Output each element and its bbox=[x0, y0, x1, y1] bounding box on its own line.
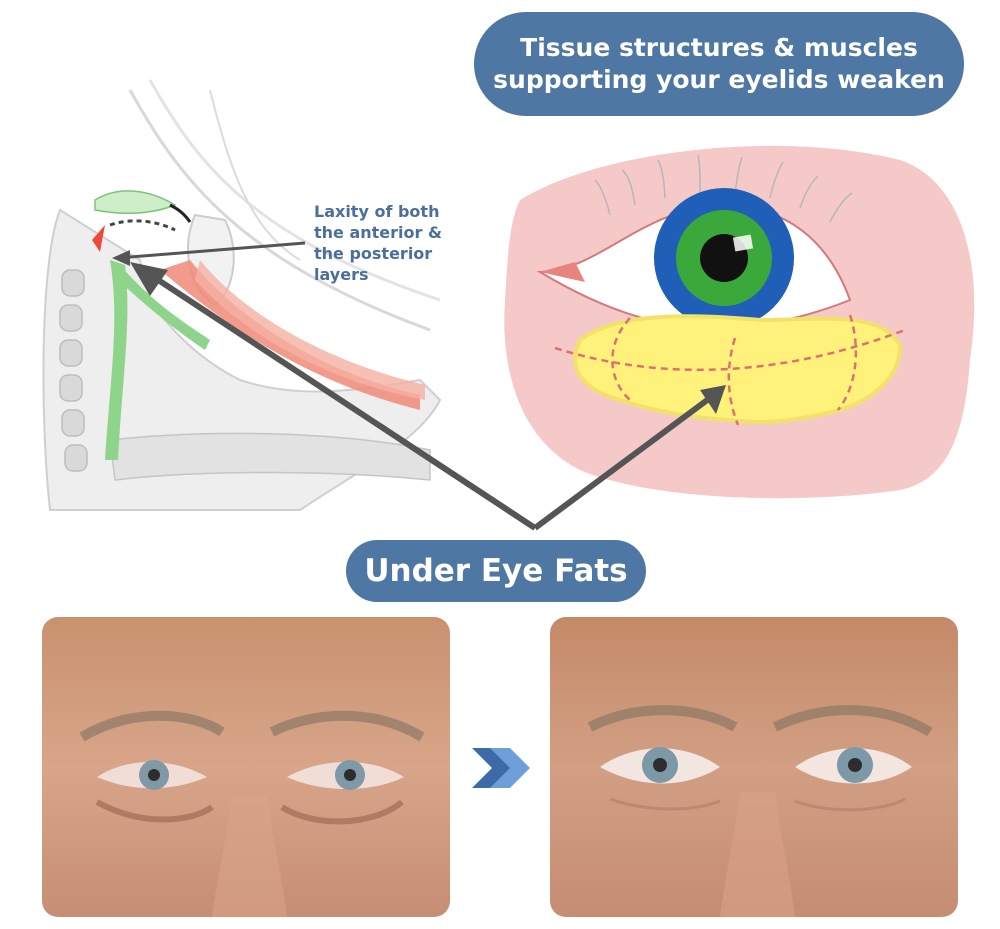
laxity-annotation: Laxity of both the anterior & the poster… bbox=[314, 201, 442, 285]
laxity-line-1: Laxity of both bbox=[314, 202, 440, 221]
laxity-arrow bbox=[117, 241, 306, 260]
under-eye-fats-pill: Under Eye Fats bbox=[346, 540, 646, 602]
before-photo bbox=[42, 617, 450, 917]
laxity-line-4: layers bbox=[314, 265, 369, 284]
laxity-line-2: the anterior & bbox=[314, 223, 442, 242]
headline-line-1: Tissue structures & muscles bbox=[520, 33, 918, 62]
laxity-line-3: the posterior bbox=[314, 244, 433, 263]
headline-pill: Tissue structures & muscles supporting y… bbox=[474, 12, 964, 116]
after-photo bbox=[550, 617, 958, 917]
double-chevron-right-icon bbox=[470, 746, 532, 790]
under-eye-fats-label: Under Eye Fats bbox=[364, 553, 628, 589]
headline-line-2: supporting your eyelids weaken bbox=[493, 65, 945, 94]
under-eye-arrow-left bbox=[138, 265, 537, 531]
under-eye-arrow-right bbox=[533, 389, 720, 531]
